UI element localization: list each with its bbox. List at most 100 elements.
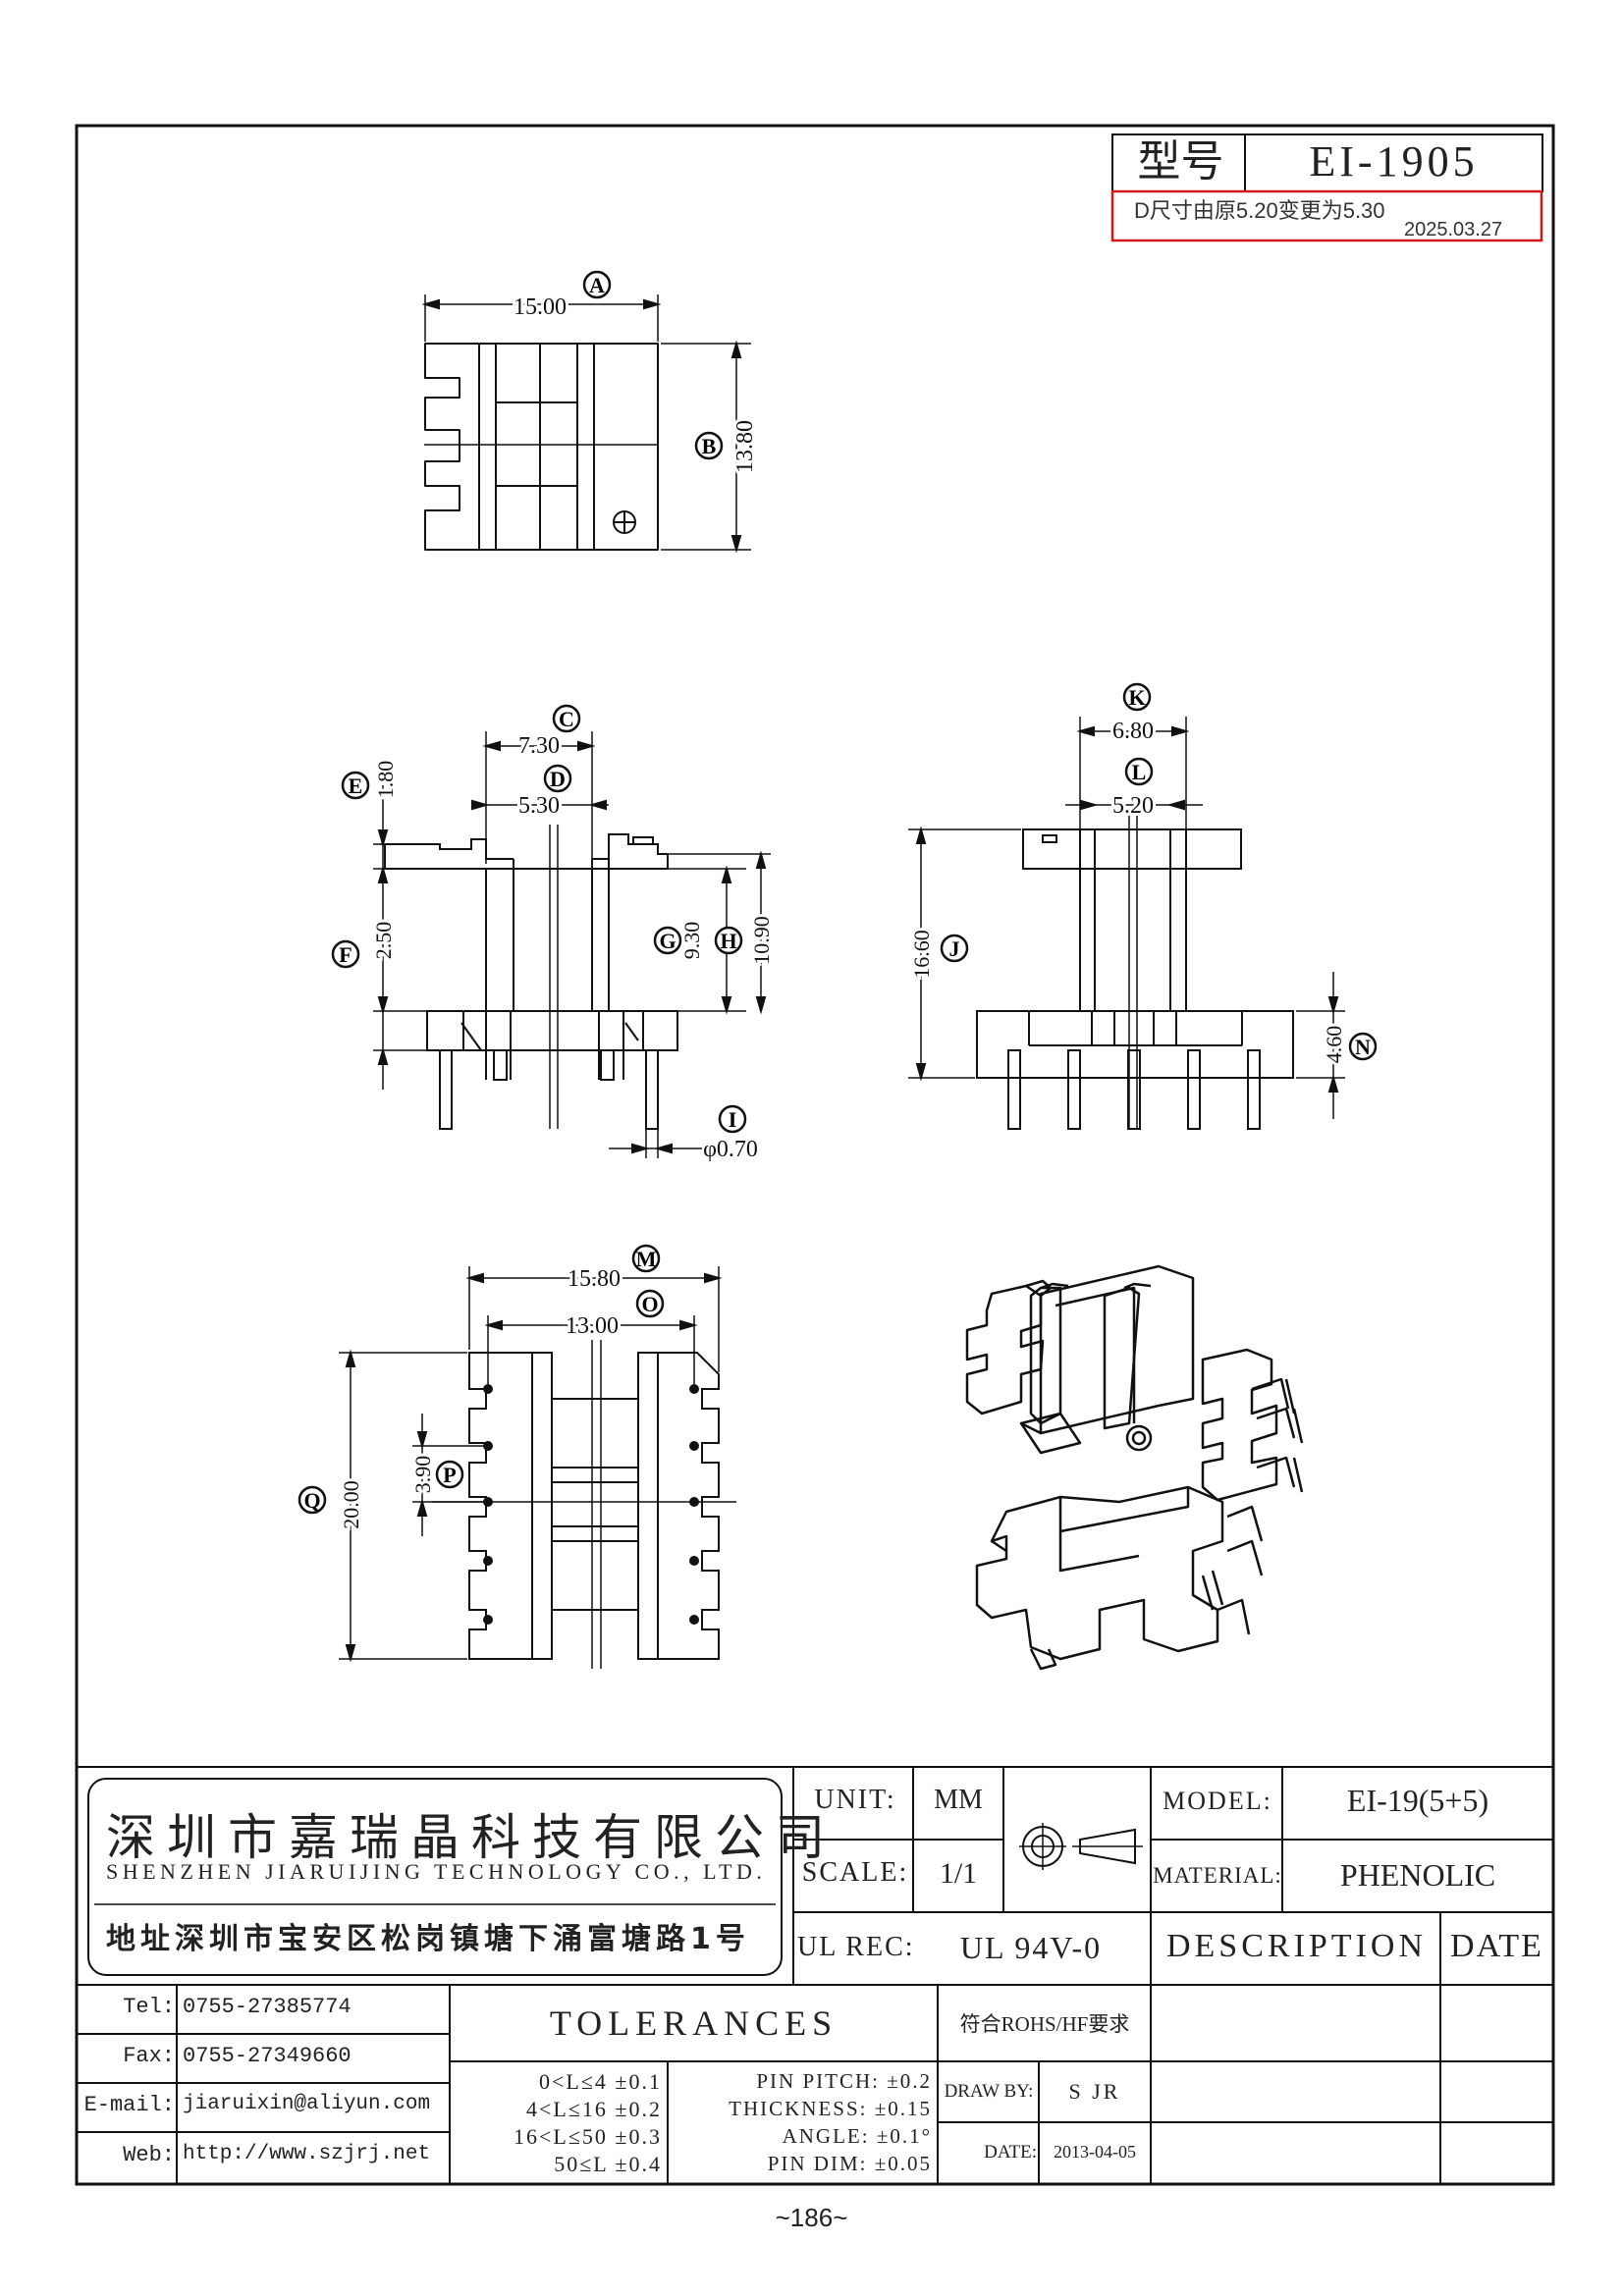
dim-A-value: 15.00 [514,294,567,320]
description-header: DESCRIPTION [1165,1928,1428,1964]
svg-text:E: E [349,774,363,798]
rohs-compliance: 符合ROHS/HF要求 [959,2012,1130,2036]
callout-J: J [940,934,969,963]
revision-highlight [1110,189,1543,242]
dim-N-value: 4.60 [1322,1026,1346,1064]
date-label: DATE: [984,2142,1037,2163]
tolerance-range-2: 4<L≤16 ±0.2 [526,2097,662,2121]
dim-D-value: 5.30 [518,793,560,819]
dim-L-value: 5.20 [1112,793,1154,819]
tolerance-range-1: 0<L≤4 ±0.1 [539,2069,662,2094]
material-value: PHENOLIC [1339,1857,1496,1893]
callout-L: L [1124,757,1154,786]
page-number: ~186~ [775,2203,848,2232]
dim-K-value: 6.80 [1112,719,1154,744]
callout-I: I [718,1104,747,1134]
callout-B: B [694,431,724,460]
dim-P-value: 3.90 [410,1456,435,1494]
dim-J-value: 16.60 [909,930,934,979]
callout-F: F [331,939,360,969]
email-label: E-mail: [83,2093,175,2117]
side-view [908,717,1345,1130]
draw-by-label: DRAW BY: [944,2081,1034,2102]
callout-O: O [635,1289,665,1318]
revision-note: D尺寸由原5.20变更为5.30 [1134,198,1385,223]
dim-Q-value: 20.00 [339,1480,363,1529]
dim-I-value: φ0.70 [703,1137,758,1162]
tolerance-range-4: 50≤L ±0.4 [554,2152,662,2176]
svg-text:K: K [1128,685,1145,710]
tolerances-title: TOLERANCES [549,2003,839,2043]
dim-M-value: 15.80 [568,1266,621,1292]
company-address: 地址深圳市宝安区松岗镇塘下涌富塘路1号 [106,1922,750,1956]
svg-text:I: I [729,1107,737,1132]
email-value[interactable]: jiaruixin@aliyun.com [183,2093,431,2115]
unit-label: UNIT: [814,1785,896,1815]
dim-B-value: 13.80 [732,420,758,473]
callout-P: P [435,1460,464,1489]
ul-value: UL 94V-0 [959,1930,1103,1965]
material-label: MATERIAL: [1153,1863,1282,1888]
tolerance-spec-4: PIN DIM: ±0.05 [767,2152,932,2175]
model-field-value: EI-19(5+5) [1346,1783,1489,1818]
dim-F-value: 2.50 [371,922,396,960]
svg-text:C: C [559,707,574,731]
svg-text:F: F [339,942,352,967]
svg-text:N: N [1355,1035,1371,1059]
date-value: 2013-04-05 [1054,2142,1136,2162]
svg-text:A: A [589,273,605,297]
dim-E-value: 1.80 [373,761,398,799]
svg-text:P: P [443,1463,456,1487]
sheet-border [75,124,1555,2186]
fax-value: 0755-27349660 [183,2044,352,2068]
callout-Q: Q [298,1485,327,1515]
tolerance-spec-3: ANGLE: ±0.1° [782,2124,932,2148]
top-view [421,294,751,554]
company-name-cn: 深圳市嘉瑞晶科技有限公司 [106,1809,837,1866]
svg-text:M: M [636,1247,657,1271]
date-header: DATE [1450,1928,1543,1964]
tolerance-spec-2: THICKNESS: ±0.15 [729,2097,932,2120]
callout-H: H [714,926,743,955]
tel-label: Tel: [123,1995,175,2019]
dim-H-value: 10.90 [749,916,774,965]
draw-by-value: S JR [1068,2079,1121,2104]
tolerance-spec-1: PIN PITCH: ±0.2 [756,2069,932,2093]
callout-A: A [582,270,612,299]
svg-text:H: H [720,929,736,953]
dimension-callouts: A B C D E F G H I J K L M N O P Q [298,270,1378,1515]
fax-label: Fax: [123,2044,175,2068]
company-name-en: SHENZHEN JIARUIJING TECHNOLOGY CO., LTD. [106,1859,767,1884]
ul-label: UL REC: [797,1932,915,1962]
dim-G-value: 9.30 [679,922,704,960]
svg-text:B: B [702,434,717,458]
callout-M: M [631,1244,661,1273]
scale-label: SCALE: [801,1857,909,1888]
callout-C: C [552,704,581,733]
unit-value: MM [934,1785,983,1815]
model-field-label: MODEL: [1163,1787,1272,1815]
isometric-view [965,1264,1304,1671]
callout-E: E [341,771,370,800]
dim-C-value: 7.30 [518,733,560,759]
callout-G: G [653,926,682,955]
svg-text:O: O [641,1292,658,1316]
tolerance-range-3: 16<L≤50 ±0.3 [514,2124,662,2149]
callout-K: K [1122,682,1152,712]
front-view [373,731,771,1158]
bottom-view [339,1266,736,1669]
scale-value: 1/1 [939,1857,978,1890]
title-block-grid [77,1766,1553,2184]
svg-text:Q: Q [303,1488,320,1513]
svg-text:J: J [949,936,960,961]
revision-date: 2025.03.27 [1404,219,1503,240]
web-label: Web: [123,2143,175,2167]
tel-value: 0755-27385774 [183,1995,352,2019]
model-label: 型号 [1137,137,1224,186]
web-value[interactable]: http://www.szjrj.net [183,2143,431,2165]
svg-text:L: L [1132,760,1147,784]
svg-text:D: D [550,767,566,791]
projection-symbol-icon [1019,1823,1143,1870]
callout-D: D [543,764,572,793]
